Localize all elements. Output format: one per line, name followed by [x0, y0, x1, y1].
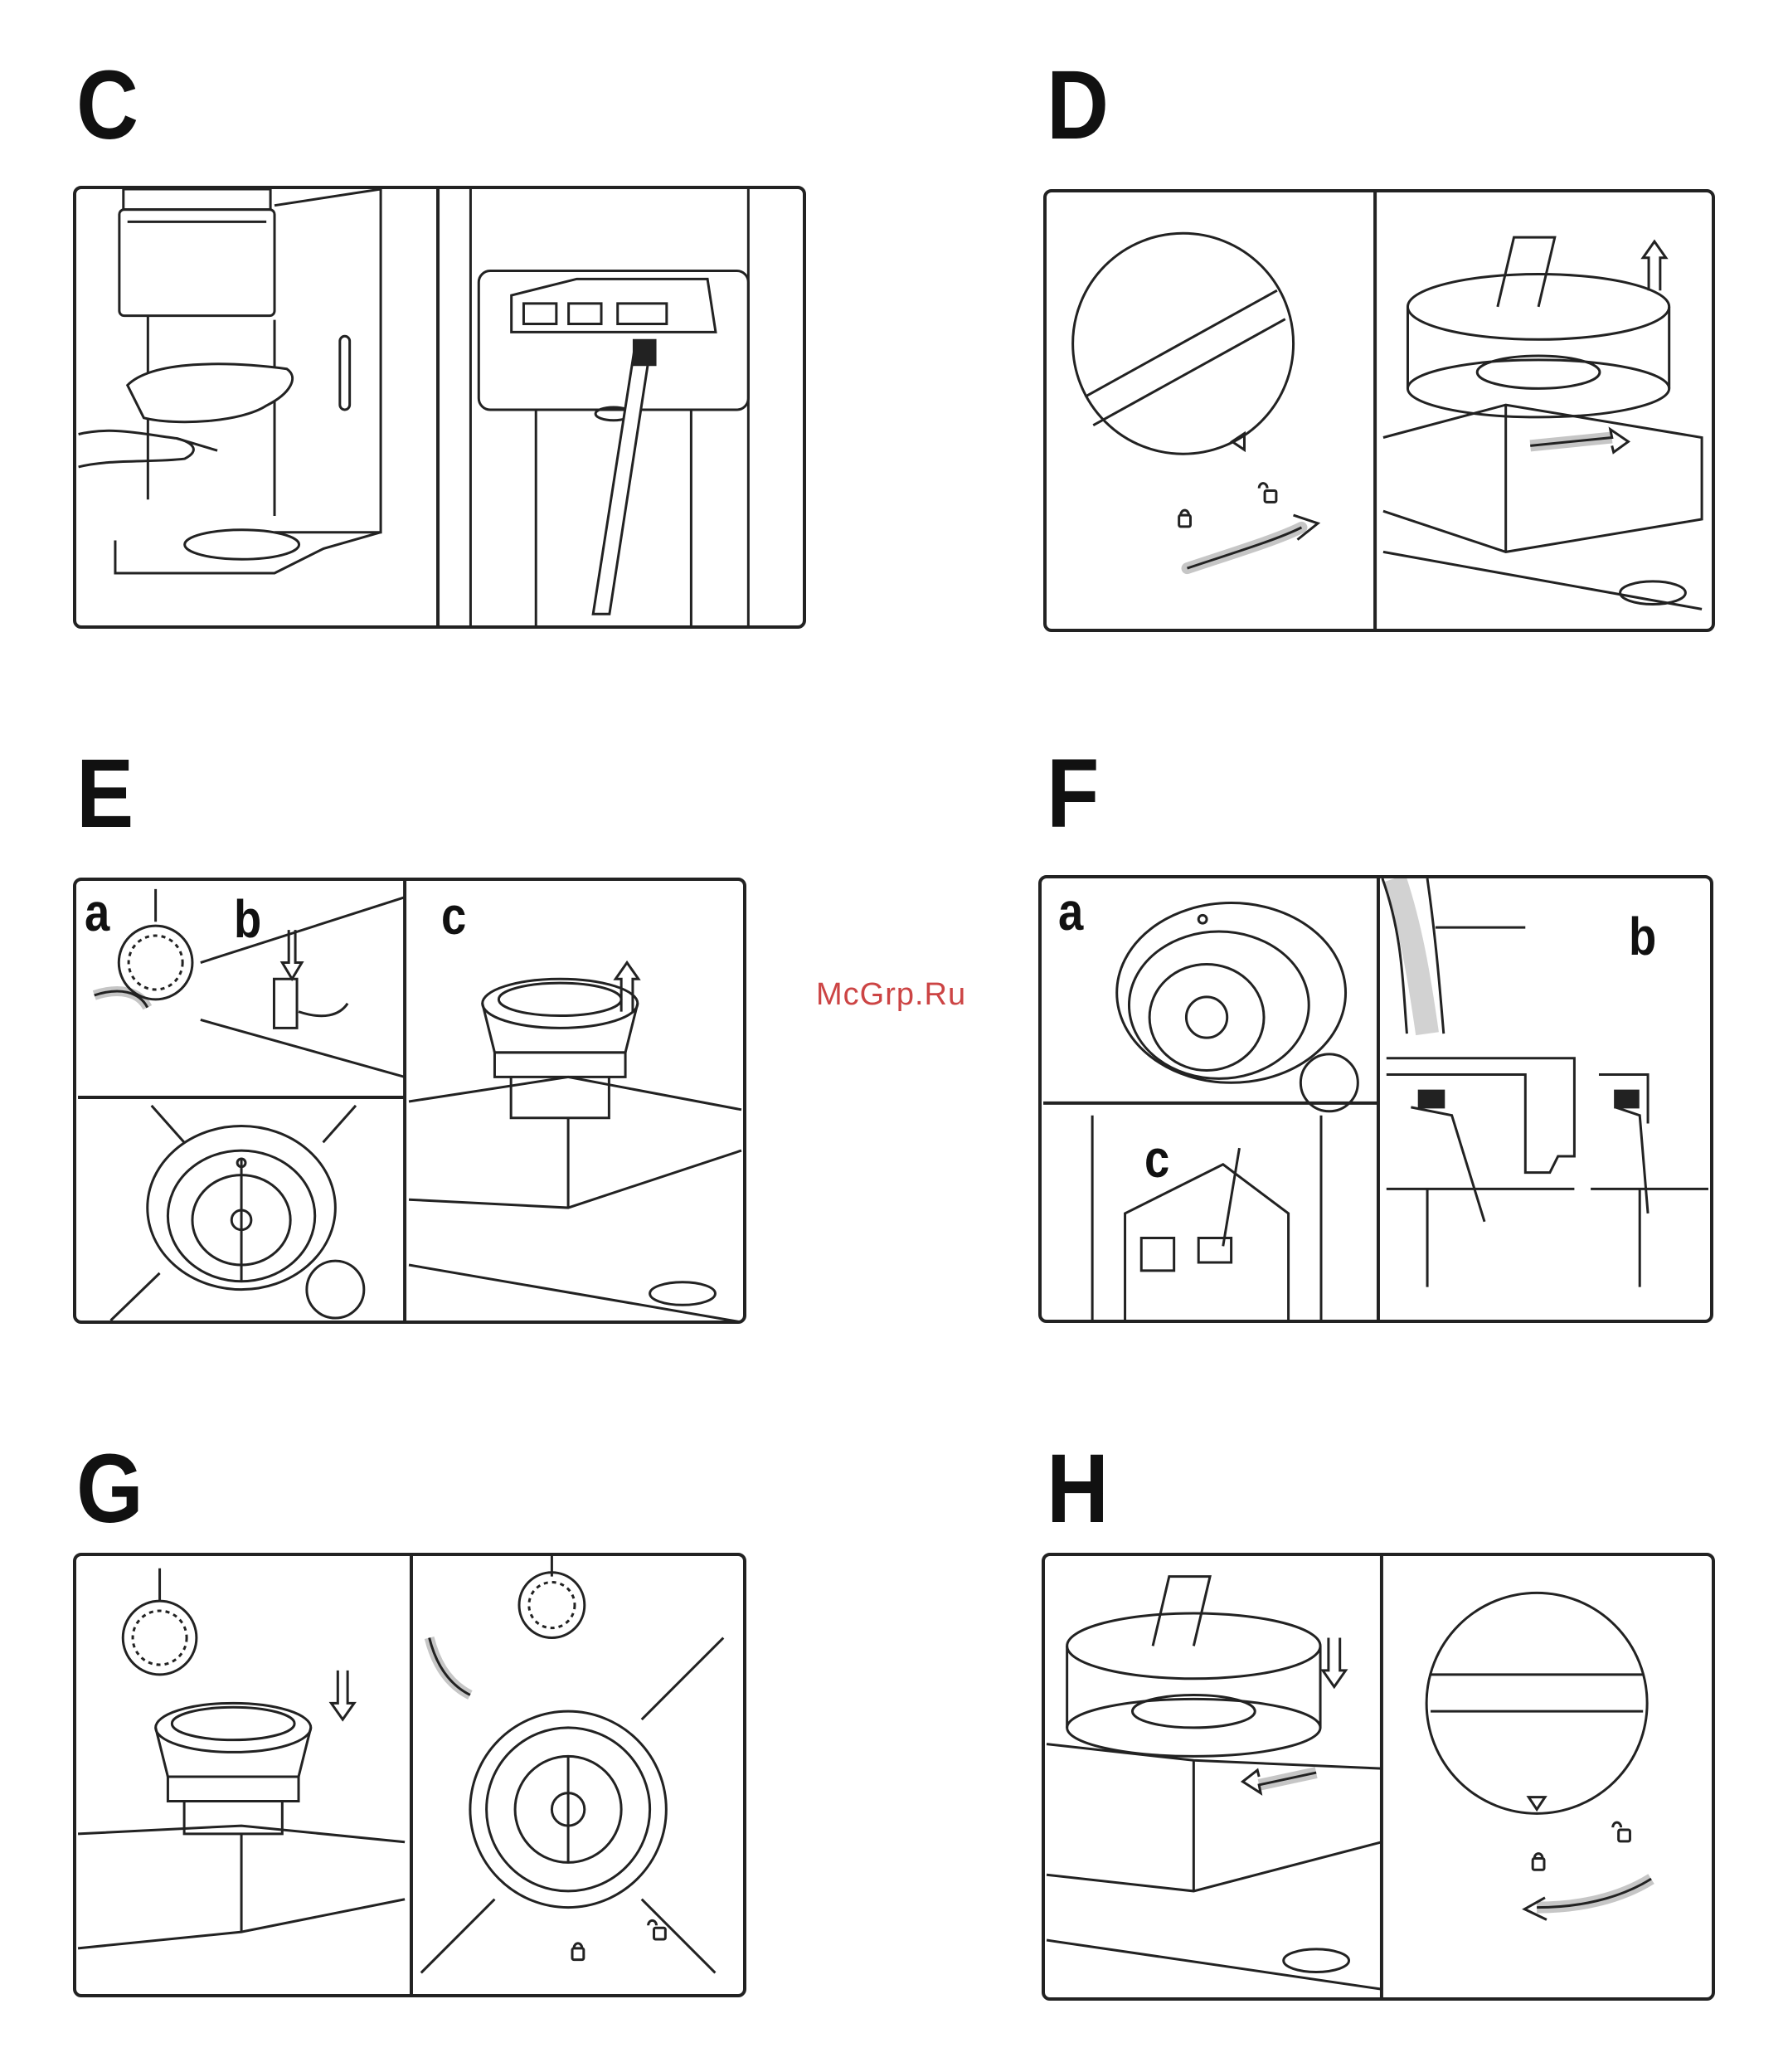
section-letter-d: D — [1047, 56, 1109, 154]
curved-arrow-icon — [299, 1004, 347, 1016]
illustration-c — [76, 189, 803, 625]
section-letter-c: C — [76, 56, 138, 154]
panel-e: a b c — [73, 878, 746, 1324]
panel-f: a b c — [1038, 875, 1713, 1323]
section-letter-f: F — [1047, 745, 1099, 843]
unlock-icon — [654, 1928, 666, 1939]
water-level-window — [340, 336, 350, 410]
lock-icon — [572, 1948, 584, 1960]
indicator-triangle — [1528, 1797, 1545, 1810]
illustration-h — [1045, 1556, 1712, 1997]
brush-icon — [593, 348, 650, 614]
arrow-down-icon — [331, 1671, 354, 1719]
cup-tray — [185, 530, 299, 559]
arrow-down-icon — [1323, 1638, 1346, 1687]
section-letter-g: G — [76, 1440, 143, 1538]
section-letter-e: E — [76, 745, 134, 843]
section-letter-h: H — [1047, 1440, 1109, 1538]
indicator-triangle — [1232, 434, 1245, 450]
illustration-g — [76, 1556, 743, 1994]
lock-icon — [1179, 515, 1191, 527]
watermark: McGrp.Ru — [816, 977, 966, 1013]
illustration-d — [1047, 192, 1712, 629]
arrow-down-icon — [282, 930, 302, 979]
lock-icon — [1533, 1859, 1544, 1870]
unlock-icon — [1265, 491, 1276, 503]
arrow-up-icon — [1643, 241, 1666, 290]
illustration-e — [76, 881, 743, 1321]
unlock-icon — [1619, 1830, 1630, 1841]
illustration-f — [1042, 878, 1710, 1320]
panel-g — [73, 1553, 746, 1997]
panel-h — [1042, 1553, 1715, 2001]
burr-icon — [1149, 964, 1264, 1070]
panel-c — [73, 186, 806, 629]
cloth — [128, 364, 293, 422]
panel-d — [1043, 189, 1715, 632]
